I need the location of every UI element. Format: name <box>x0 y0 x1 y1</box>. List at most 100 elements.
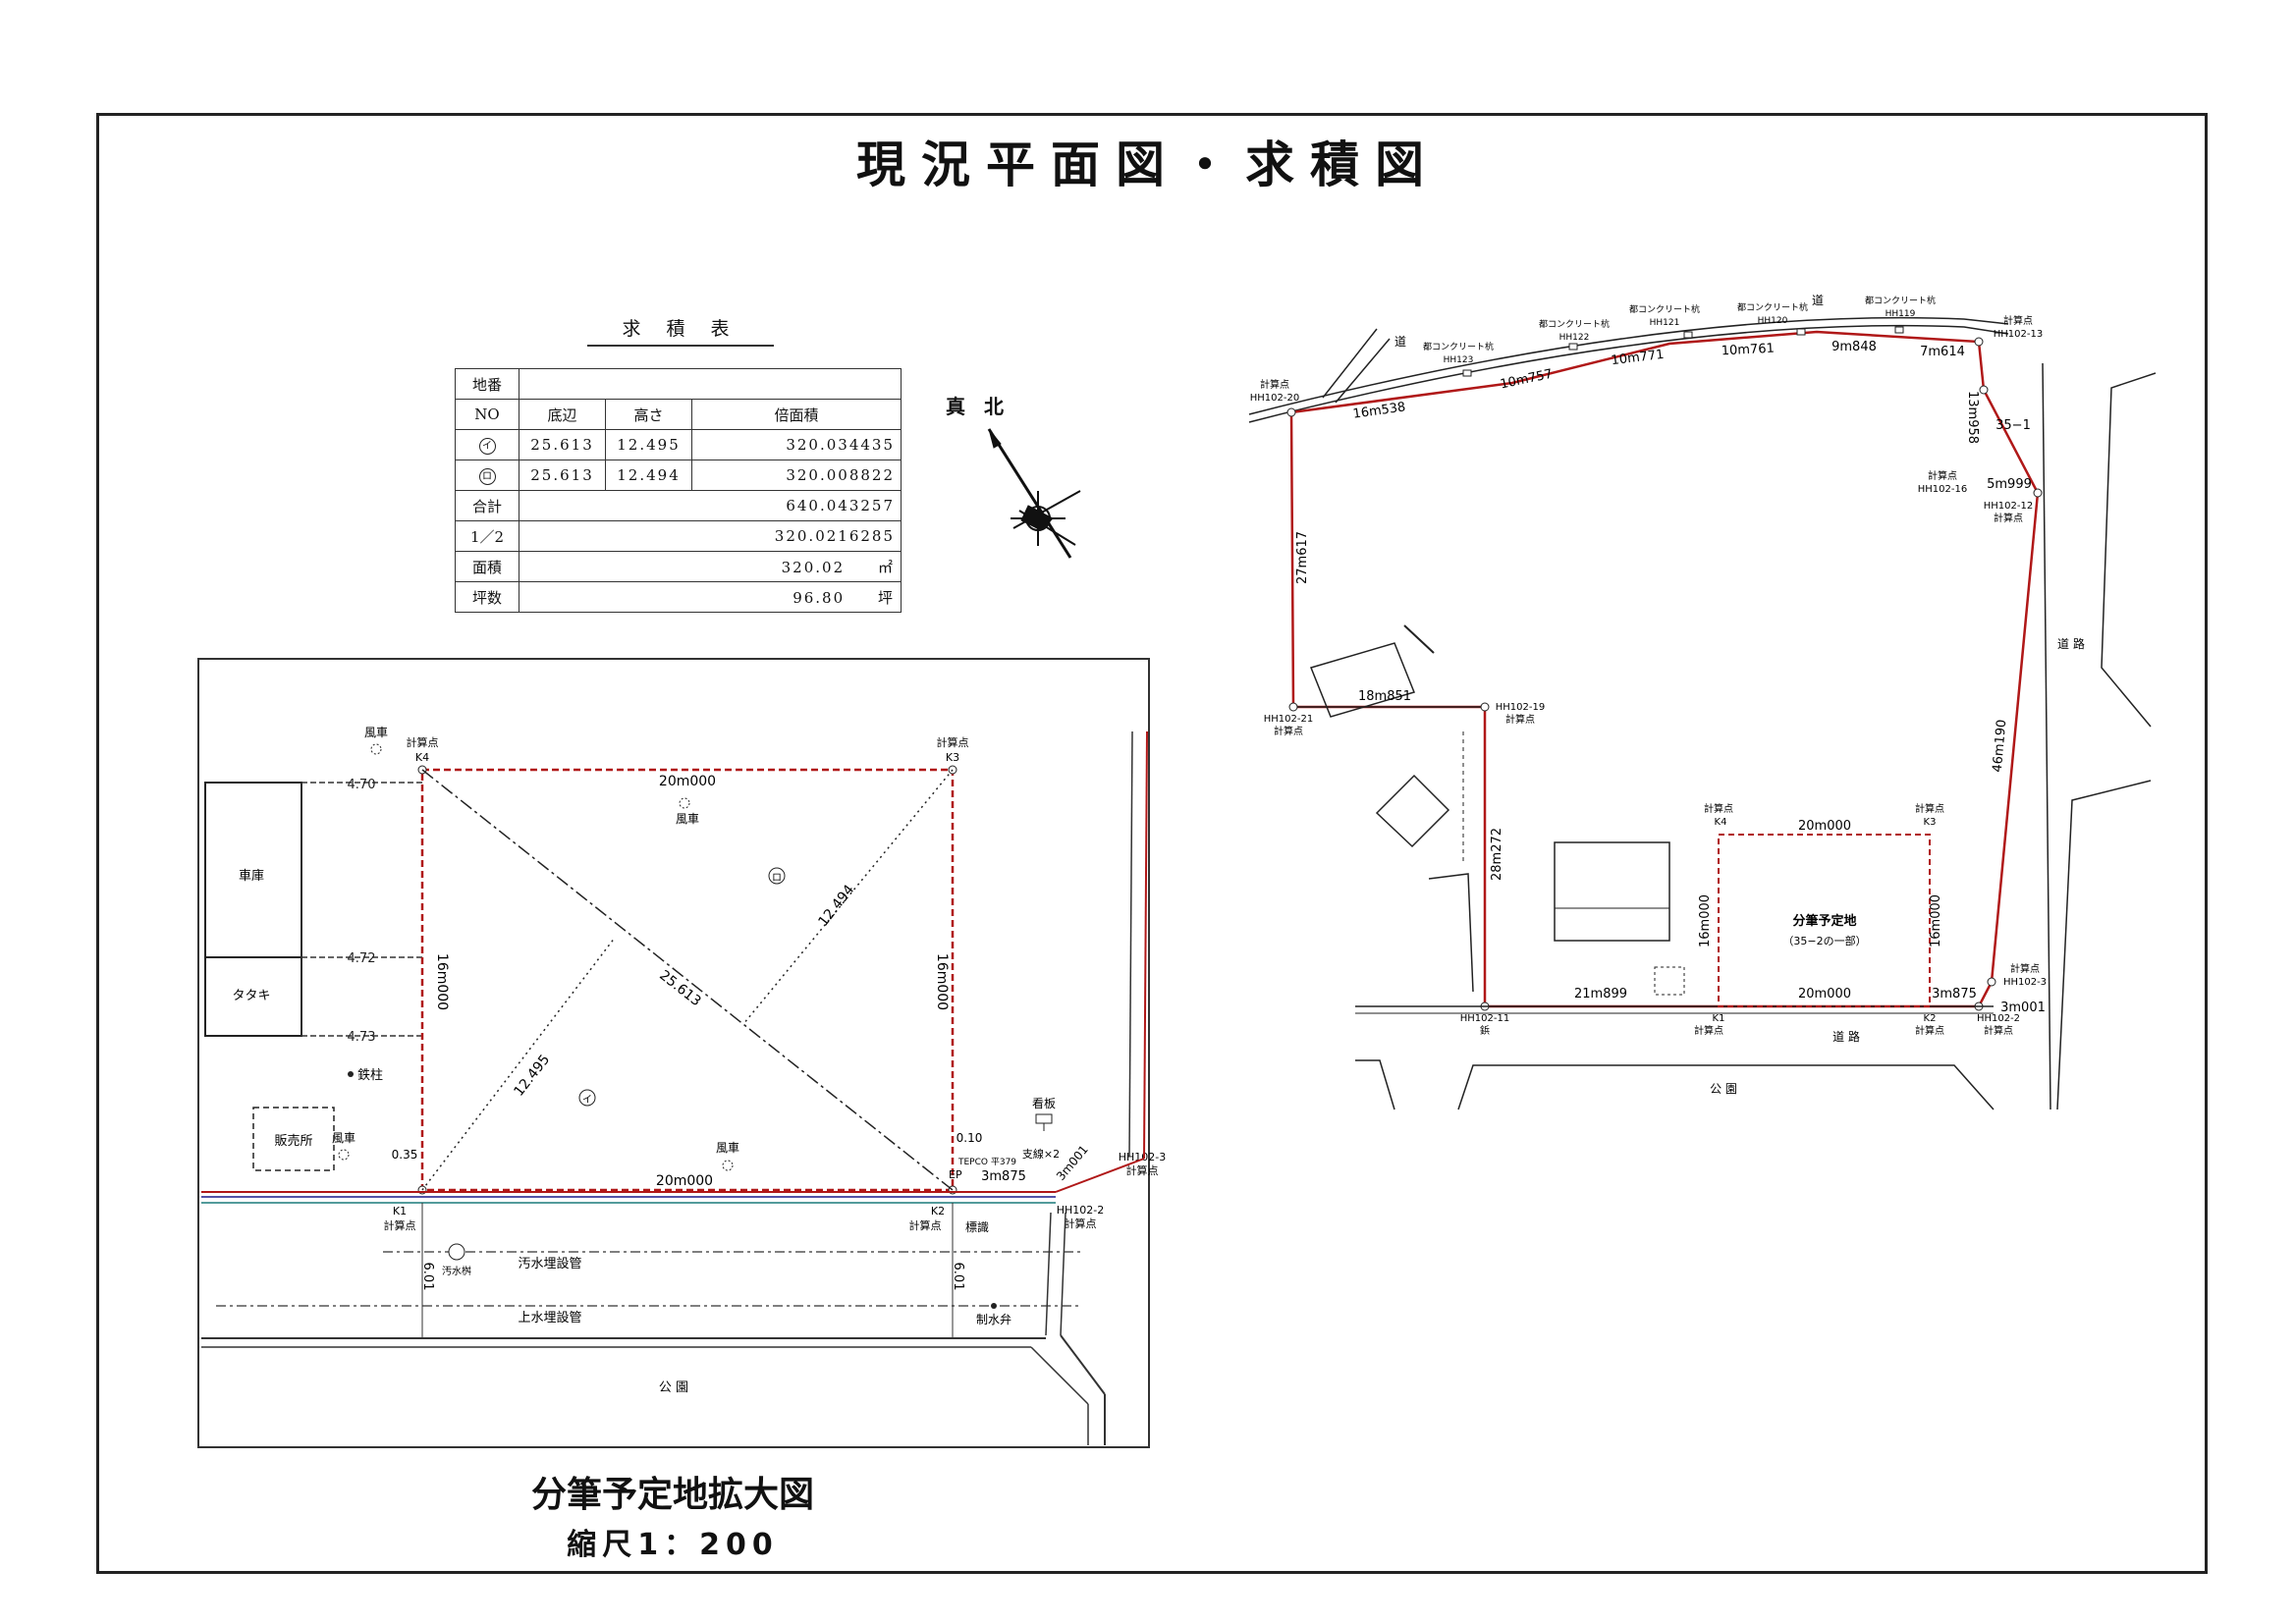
nail-label: 鋲 <box>1480 1024 1490 1037</box>
dim: 18m851 <box>1358 689 1411 704</box>
tsubo-unit: 坪 <box>877 588 895 607</box>
svg-text:都コンクリート杭: 都コンクリート杭 <box>1865 295 1936 306</box>
dim: 10m771 <box>1611 348 1665 368</box>
row-base: 25.613 <box>519 460 606 491</box>
dim: 3m875 <box>1932 987 1977 1001</box>
calc-point-label: 計算点 <box>1928 469 1957 482</box>
calc-point-label: 計算点 <box>937 735 969 749</box>
point-label: HH102-12 <box>1984 501 2033 512</box>
area-calculation-table: 求 積 表 地番 NO 底辺 高さ 倍面積 イ 25.613 12.495 32… <box>455 314 902 613</box>
shop-box <box>252 1107 335 1171</box>
valve-label: 制水弁 <box>976 1312 1011 1326</box>
calc-point-label: 計算点 <box>2003 314 2033 327</box>
half-row: 1／2 320.0216285 <box>455 520 902 552</box>
tepco-label: TEPCO 平379 <box>957 1157 1016 1167</box>
point-label: K1 <box>1713 1013 1725 1024</box>
point-label: HH102-16 <box>1918 484 1967 495</box>
water-label: 上水埋設管 <box>518 1310 581 1325</box>
point-label: HH102-21 <box>1264 714 1313 725</box>
right-dim: 16m000 <box>934 953 950 1010</box>
total-label: 合計 <box>455 490 519 521</box>
row-height: 12.494 <box>605 460 692 491</box>
table-caption: 求 積 表 <box>587 314 774 347</box>
point-label: HH102-20 <box>1250 393 1299 404</box>
north-arrow-icon <box>987 428 1081 559</box>
point-label: K4 <box>1715 817 1727 828</box>
calc-point-label: 計算点 <box>1260 378 1289 391</box>
calc-table: 地番 NO 底辺 高さ 倍面積 イ 25.613 12.495 320.0344… <box>455 368 902 613</box>
site-plan: 道 道 道 路 道 路 公 園 分筆予定地 （35−2の一 <box>1248 294 2157 1110</box>
sign-label: 看板 <box>1032 1097 1056 1110</box>
dim: 13m958 <box>1965 391 1980 444</box>
dim: 16m000 <box>1698 894 1713 947</box>
dim: 16m000 <box>1929 894 1943 947</box>
dim: 20m000 <box>1798 987 1851 1001</box>
road-top-label: 道 <box>1394 335 1406 349</box>
area-unit: ㎡ <box>877 558 895 576</box>
dim: 7m614 <box>1920 345 1965 359</box>
table-header-row: NO 底辺 高さ 倍面積 <box>455 399 902 430</box>
diag-a-dim: 12.495 <box>511 1052 553 1099</box>
site-boundary <box>1289 330 2040 1008</box>
row-height: 12.495 <box>605 429 692 460</box>
point-label: HH102-2 <box>1977 1013 2020 1024</box>
point-label: HH102-3 <box>2003 977 2047 988</box>
calc-point-label: 計算点 <box>1915 802 1944 815</box>
windmill-label: 風車 <box>332 1131 355 1145</box>
dim: 21m899 <box>1574 987 1627 1001</box>
park-label: 公 園 <box>1710 1082 1737 1096</box>
dim: 10m757 <box>1499 367 1554 393</box>
lot-number: 35−1 <box>1995 418 2031 433</box>
road-bottom-label: 道 路 <box>1832 1029 1860 1044</box>
half-value: 320.0216285 <box>519 520 902 552</box>
building <box>1554 841 1670 942</box>
road-vertical-label: 道 路 <box>2057 636 2085 651</box>
offset-470: 4.70 <box>348 778 376 792</box>
section-i: イ <box>582 1095 592 1106</box>
page-title: 現況平面図・求積図 <box>856 135 1440 193</box>
calc-point-label: 計算点 <box>1065 1217 1097 1230</box>
svg-text:HH120: HH120 <box>1758 316 1788 326</box>
chiban-row: 地番 <box>455 368 902 400</box>
calc-point-label: 計算点 <box>1505 713 1535 726</box>
concrete-stake-labels: 都コンクリート杭 HH123 都コンクリート杭 HH122 都コンクリート杭 H… <box>1423 295 1936 365</box>
top-dim: 20m000 <box>659 774 716 789</box>
dim: 27m617 <box>1295 531 1310 584</box>
enlarged-plan: 車庫 タタキ 4.70 4.72 4.73 鉄柱 販売所 風車 風車 風車 風車 <box>201 726 1166 1445</box>
row-no: イ <box>478 438 496 455</box>
k1-label: K1 <box>393 1205 407 1217</box>
windmill-label: 風車 <box>716 1141 739 1155</box>
shop-label: 販売所 <box>274 1133 312 1149</box>
dim: 3m001 <box>2000 1001 2046 1015</box>
stay-wire-label: 支線×2 <box>1022 1147 1060 1161</box>
valve-icon <box>991 1303 997 1309</box>
short-dim: 3m875 <box>981 1169 1026 1184</box>
svg-text:HH123: HH123 <box>1444 355 1474 365</box>
drawing-frame <box>96 113 2208 1574</box>
tsubo-label: 坪数 <box>455 581 519 613</box>
sign-icon <box>1035 1113 1053 1124</box>
tower-icon <box>348 1071 354 1077</box>
tsubo-value: 96.80 <box>793 588 846 607</box>
marker-label: 標識 <box>965 1220 989 1234</box>
road-top-label: 道 <box>1812 294 1824 307</box>
point-label: HH102-19 <box>1496 702 1545 713</box>
hh102-3-label: HH102-3 <box>1119 1151 1167 1163</box>
svg-text:HH122: HH122 <box>1559 333 1590 343</box>
row-no: ロ <box>478 468 496 485</box>
header-height: 高さ <box>605 399 692 430</box>
table-row: イ 25.613 12.495 320.034435 <box>455 429 902 460</box>
calc-point-label: 計算点 <box>2010 962 2040 975</box>
hh102-2-label: HH102-2 <box>1057 1204 1105 1217</box>
enlarged-plan-title: 分筆予定地拡大図 <box>530 1475 814 1515</box>
chiban-label: 地番 <box>455 368 519 400</box>
bottom-dim: 20m000 <box>656 1173 713 1189</box>
offset-010: 0.10 <box>957 1131 983 1145</box>
planned-lot-label: 分筆予定地 <box>1792 913 1856 929</box>
point-label: K3 <box>1924 817 1937 828</box>
left-dim: 16m000 <box>434 953 450 1010</box>
windmill-label: 風車 <box>676 812 699 826</box>
ep-label: EP <box>949 1168 962 1181</box>
park-label: 公 園 <box>659 1380 688 1395</box>
building <box>1375 774 1450 848</box>
